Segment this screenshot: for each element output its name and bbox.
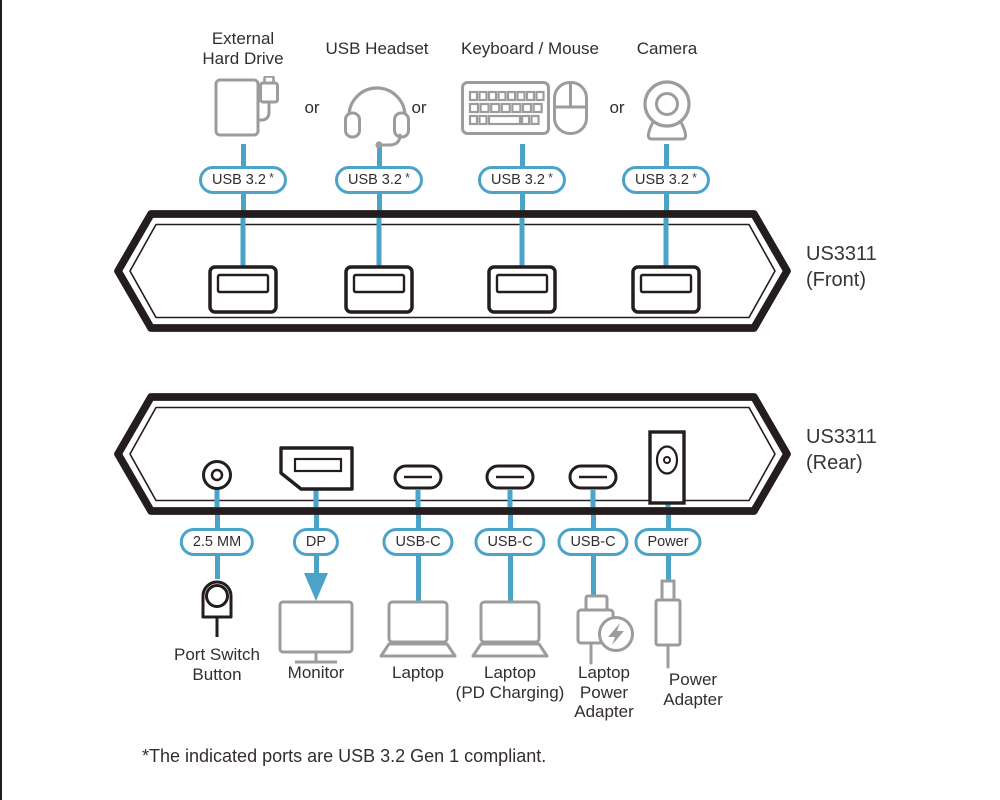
- rear-panel-device: [114, 393, 791, 515]
- usb-a-port-4: [631, 265, 701, 314]
- pill-text: USB-C: [487, 534, 533, 550]
- or-label: or: [304, 98, 320, 117]
- camera-icon: [643, 80, 691, 141]
- label-line: (PD Charging): [455, 682, 565, 702]
- label-line: Power: [579, 682, 629, 702]
- port-pill-usb32-4: USB 3.2*: [621, 166, 711, 194]
- label-laptop-power-adapter: Laptop Power Adapter: [574, 663, 634, 722]
- usb-a-port-1: [208, 265, 278, 314]
- label-line: Port Switch: [174, 645, 260, 664]
- or-label: or: [609, 98, 625, 117]
- port-pill-usbc-3: USB-C: [557, 528, 629, 556]
- mic-dot: [375, 141, 383, 149]
- pill-asterisk: *: [547, 169, 554, 185]
- power-adapter-icon: [654, 579, 682, 669]
- pill-text: USB 3.2: [490, 172, 545, 188]
- page-left-edge-line: [0, 0, 2, 800]
- internal-connector-lines: [240, 216, 669, 269]
- usb-a-port-3: [487, 265, 557, 314]
- label-line: Power: [668, 670, 718, 689]
- lightning-bolt: [608, 623, 624, 645]
- or-label: or: [411, 98, 427, 117]
- label-laptop-pd-charging: Laptop (PD Charging): [456, 663, 565, 702]
- label-power-adapter: Power Adapter: [663, 670, 723, 709]
- pill-text: DP: [305, 534, 327, 550]
- label-line: Camera: [636, 39, 698, 58]
- keyboard-keys: [468, 90, 545, 126]
- monitor-icon: [278, 600, 354, 664]
- laptop-pd-charging-icon: [471, 600, 549, 658]
- label-monitor: Monitor: [288, 663, 345, 683]
- model-number: US3311: [806, 426, 877, 448]
- usb-c-port-1: [393, 464, 443, 490]
- pill-text: Power: [647, 534, 689, 550]
- label-laptop: Laptop: [392, 663, 444, 683]
- label-usb-headset: USB Headset: [326, 39, 429, 59]
- laptop-power-adapter-icon: [576, 594, 634, 665]
- model-number: US3311: [806, 243, 877, 265]
- view-name: (Rear): [806, 452, 863, 474]
- power-jack: [648, 430, 686, 505]
- mouse-icon: [553, 81, 588, 135]
- label-line: Laptop: [392, 663, 444, 682]
- front-panel-label: US3311 (Front): [806, 241, 877, 293]
- usb-a-port-2: [344, 265, 414, 314]
- external-hard-drive-icon: [214, 76, 279, 137]
- label-port-switch-button: Port Switch Button: [174, 645, 260, 684]
- view-name: (Front): [806, 269, 866, 291]
- label-camera: Camera: [637, 39, 697, 59]
- pill-asterisk: *: [268, 169, 275, 185]
- port-pill-usb32-1: USB 3.2*: [198, 166, 288, 194]
- pill-asterisk: *: [404, 169, 411, 185]
- pill-text: 2.5 MM: [192, 534, 242, 550]
- audio-jack-2-5mm: [202, 460, 232, 490]
- label-line: Adapter: [663, 689, 723, 709]
- label-keyboard-mouse: Keyboard / Mouse: [461, 39, 599, 59]
- pill-asterisk: *: [691, 169, 698, 185]
- usb-headset-icon: [344, 86, 410, 149]
- pill-text: USB 3.2: [211, 172, 266, 188]
- pill-text: USB-C: [395, 534, 441, 550]
- label-line: External: [211, 29, 275, 48]
- connector-line: [507, 512, 513, 604]
- port-pill-dp: DP: [292, 528, 340, 556]
- front-panel-device: [114, 210, 791, 332]
- footnote: *The indicated ports are USB 3.2 Gen 1 c…: [142, 746, 547, 766]
- laptop-icon: [379, 600, 457, 658]
- label-line: Monitor: [287, 663, 345, 682]
- label-line: Keyboard / Mouse: [461, 39, 599, 58]
- port-pill-usbc-2: USB-C: [474, 528, 546, 556]
- port-pill-power: Power: [634, 528, 702, 556]
- label-line: Laptop: [577, 663, 630, 682]
- usb-c-port-3: [568, 464, 618, 490]
- pill-text: USB 3.2: [347, 172, 402, 188]
- rear-panel-label: US3311 (Rear): [806, 424, 877, 476]
- label-line: Adapter: [574, 702, 634, 721]
- port-switch-button-icon: [201, 580, 233, 637]
- displayport-port: [279, 446, 354, 491]
- port-pill-2-5mm: 2.5 MM: [179, 528, 255, 556]
- label-line: Button: [192, 664, 242, 684]
- connector-line: [415, 512, 421, 604]
- port-pill-usb32-2: USB 3.2*: [334, 166, 424, 194]
- usb-c-port-2: [485, 464, 535, 490]
- keyboard-icon: [461, 81, 550, 135]
- port-pill-usb32-3: USB 3.2*: [477, 166, 567, 194]
- label-line: Laptop: [484, 663, 536, 682]
- port-pill-usbc-1: USB-C: [382, 528, 454, 556]
- label-line: USB Headset: [325, 39, 429, 58]
- pill-text: USB 3.2: [634, 172, 689, 188]
- internal-connector-lines: [214, 488, 671, 513]
- arrow-down-icon: [304, 573, 328, 601]
- pill-text: USB-C: [570, 534, 616, 550]
- label-line: Hard Drive: [202, 48, 284, 68]
- label-external-hard-drive: External Hard Drive: [202, 29, 283, 68]
